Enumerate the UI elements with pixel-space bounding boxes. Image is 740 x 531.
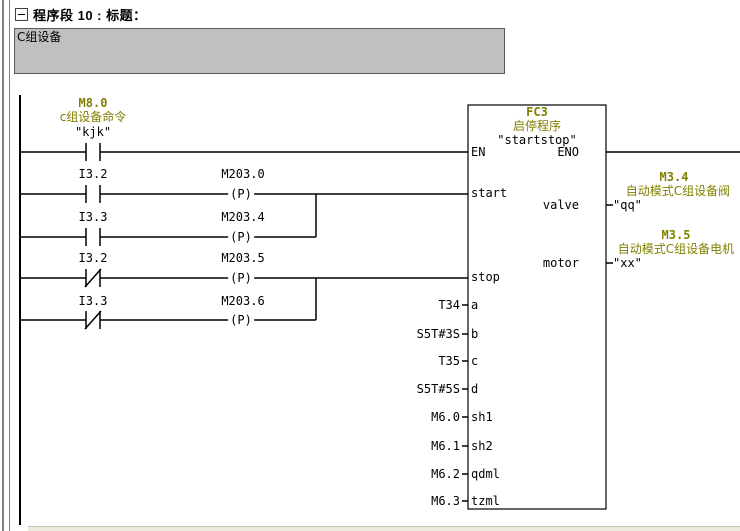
- fc-pin-en: EN: [471, 145, 486, 159]
- coil-2-address[interactable]: M203.0: [221, 167, 265, 181]
- minus-glyph: [18, 14, 25, 15]
- window-border-inner: [9, 0, 10, 531]
- fc-pin-d: d: [471, 382, 479, 396]
- operand-a[interactable]: T34: [438, 298, 460, 312]
- fc-pin-qdml: qdml: [471, 467, 500, 481]
- motor-output-symbol[interactable]: "xx": [613, 256, 642, 270]
- fc-pin-eno: ENO: [557, 145, 579, 159]
- collapse-icon[interactable]: [15, 8, 28, 21]
- contact-nc-4[interactable]: [84, 268, 102, 288]
- contact-1-symbol[interactable]: "kjk": [74, 125, 112, 139]
- fc-pin-start: start: [471, 186, 508, 200]
- fc-pin-c: c: [471, 354, 479, 368]
- contact-1-comment: c组设备命令: [59, 110, 127, 124]
- contact-5-address[interactable]: I3.3: [78, 294, 108, 308]
- contact-3-address[interactable]: I3.3: [78, 210, 108, 224]
- fc-pin-sh1: sh1: [471, 410, 493, 424]
- contact-no-2[interactable]: [85, 185, 101, 203]
- coil-4-positive-edge[interactable]: (P): [228, 271, 254, 285]
- operand-c[interactable]: T35: [438, 354, 460, 368]
- coil-3-address[interactable]: M203.4: [221, 210, 265, 224]
- fc-block-body[interactable]: [467, 104, 607, 510]
- fc-pin-valve: valve: [542, 198, 579, 212]
- input-pin-stubs: [462, 304, 468, 502]
- motor-output-address[interactable]: M3.5: [661, 228, 691, 242]
- fc-block-name[interactable]: FC3: [526, 105, 548, 119]
- operand-sh2[interactable]: M6.1: [431, 439, 460, 453]
- valve-output-comment: 自动模式C组设备阀: [625, 184, 731, 198]
- contact-no-3[interactable]: [85, 228, 101, 246]
- contact-1-address[interactable]: M8.0: [78, 96, 108, 110]
- operand-qdml[interactable]: M6.2: [431, 467, 460, 481]
- network-comment-text: C组设备: [17, 30, 62, 44]
- fc-block-comment: 启停程序: [512, 119, 562, 133]
- operand-tzml[interactable]: M6.3: [431, 494, 460, 508]
- operand-d[interactable]: S5T#5S: [416, 382, 460, 396]
- contact-4-address[interactable]: I3.2: [78, 251, 108, 265]
- fc-pin-motor: motor: [542, 256, 579, 270]
- contact-nc-5[interactable]: [84, 310, 102, 330]
- fc-pin-sh2: sh2: [471, 439, 493, 453]
- fc-pin-stop: stop: [471, 270, 500, 284]
- valve-output-address[interactable]: M3.4: [659, 170, 689, 184]
- horizontal-scrollbar[interactable]: [28, 526, 740, 531]
- contact-2-address[interactable]: I3.2: [78, 167, 108, 181]
- fc-pin-a: a: [471, 298, 479, 312]
- operand-b[interactable]: S5T#3S: [416, 327, 460, 341]
- valve-output-symbol[interactable]: "qq": [613, 198, 642, 212]
- coil-2-positive-edge[interactable]: (P): [228, 187, 254, 201]
- rung-3-wire: [20, 194, 317, 238]
- contact-no-1[interactable]: [85, 143, 101, 161]
- operand-sh1[interactable]: M6.0: [431, 410, 460, 424]
- rung-5-wire: [20, 278, 317, 321]
- coil-3-positive-edge[interactable]: (P): [228, 230, 254, 244]
- coil-4-address[interactable]: M203.5: [221, 251, 265, 265]
- network-title[interactable]: 程序段 10 : 标题：: [33, 8, 147, 23]
- fc-block-symbol[interactable]: "startstop": [497, 133, 577, 147]
- coil-5-address[interactable]: M203.6: [221, 294, 265, 308]
- fc-pin-tzml: tzml: [471, 494, 500, 508]
- window-border-outer: [2, 0, 4, 531]
- motor-output-comment: 自动模式C组设备电机: [617, 242, 735, 256]
- network-comment-box[interactable]: C组设备: [14, 28, 505, 74]
- fc-pin-b: b: [471, 327, 479, 341]
- coil-5-positive-edge[interactable]: (P): [228, 313, 254, 327]
